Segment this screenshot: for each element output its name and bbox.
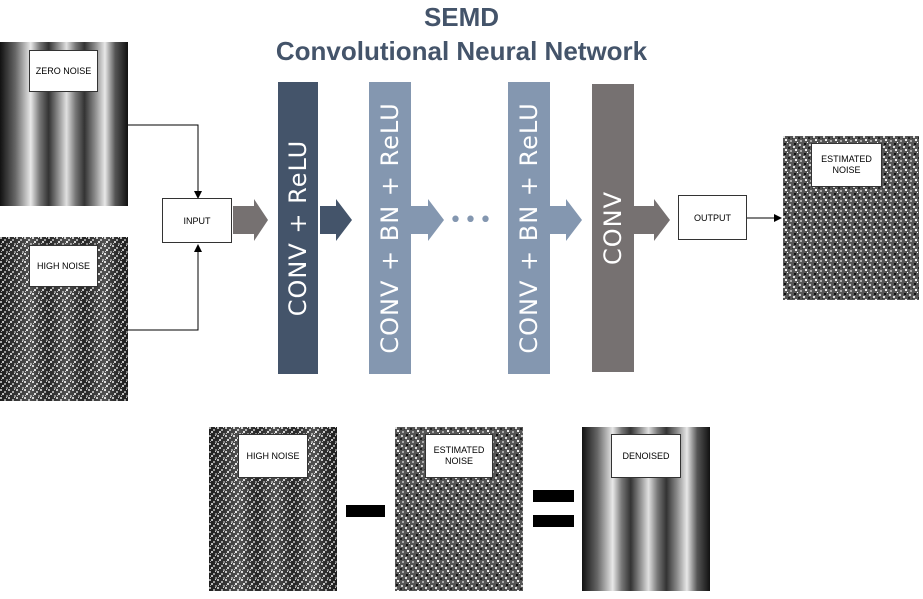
arrow-layer2 [410, 199, 444, 241]
input-node: INPUT [162, 198, 232, 243]
minus-sign [346, 505, 385, 517]
diagram-title: SEMD [423, 2, 500, 32]
layer-conv: CONV [592, 84, 634, 372]
arrow-layer1 [320, 199, 352, 241]
ellipsis: ••• [449, 208, 494, 233]
diagram-subtitle: Convolutional Neural Network [275, 36, 648, 66]
layer-conv-relu: CONV + ReLU [278, 82, 318, 374]
layer-conv-bn-relu-1: CONV + BN + ReLU [369, 82, 411, 374]
layer-conv-bn-relu-2: CONV + BN + ReLU [508, 82, 550, 374]
output-node: OUTPUT [678, 195, 747, 240]
zero-noise-label: ZERO NOISE [29, 50, 98, 92]
eq-estimated-noise-image [395, 427, 523, 591]
estimated-noise-label: ESTIMATED NOISE [811, 143, 882, 187]
equals-sign-bottom [533, 515, 574, 527]
arrow-layer4 [634, 199, 670, 241]
eq-high-noise-label: HIGH NOISE [238, 434, 308, 478]
high-noise-label: HIGH NOISE [29, 245, 98, 287]
arrow-input [233, 199, 268, 241]
denoised-label: DENOISED [611, 434, 681, 478]
eq-high-noise-image [209, 427, 337, 591]
arrow-layer3 [550, 199, 582, 241]
high-noise-connector [128, 244, 202, 331]
eq-estimated-noise-label: ESTIMATED NOISE [425, 434, 493, 478]
equals-sign-top [533, 490, 574, 502]
zero-noise-connector [128, 124, 202, 199]
